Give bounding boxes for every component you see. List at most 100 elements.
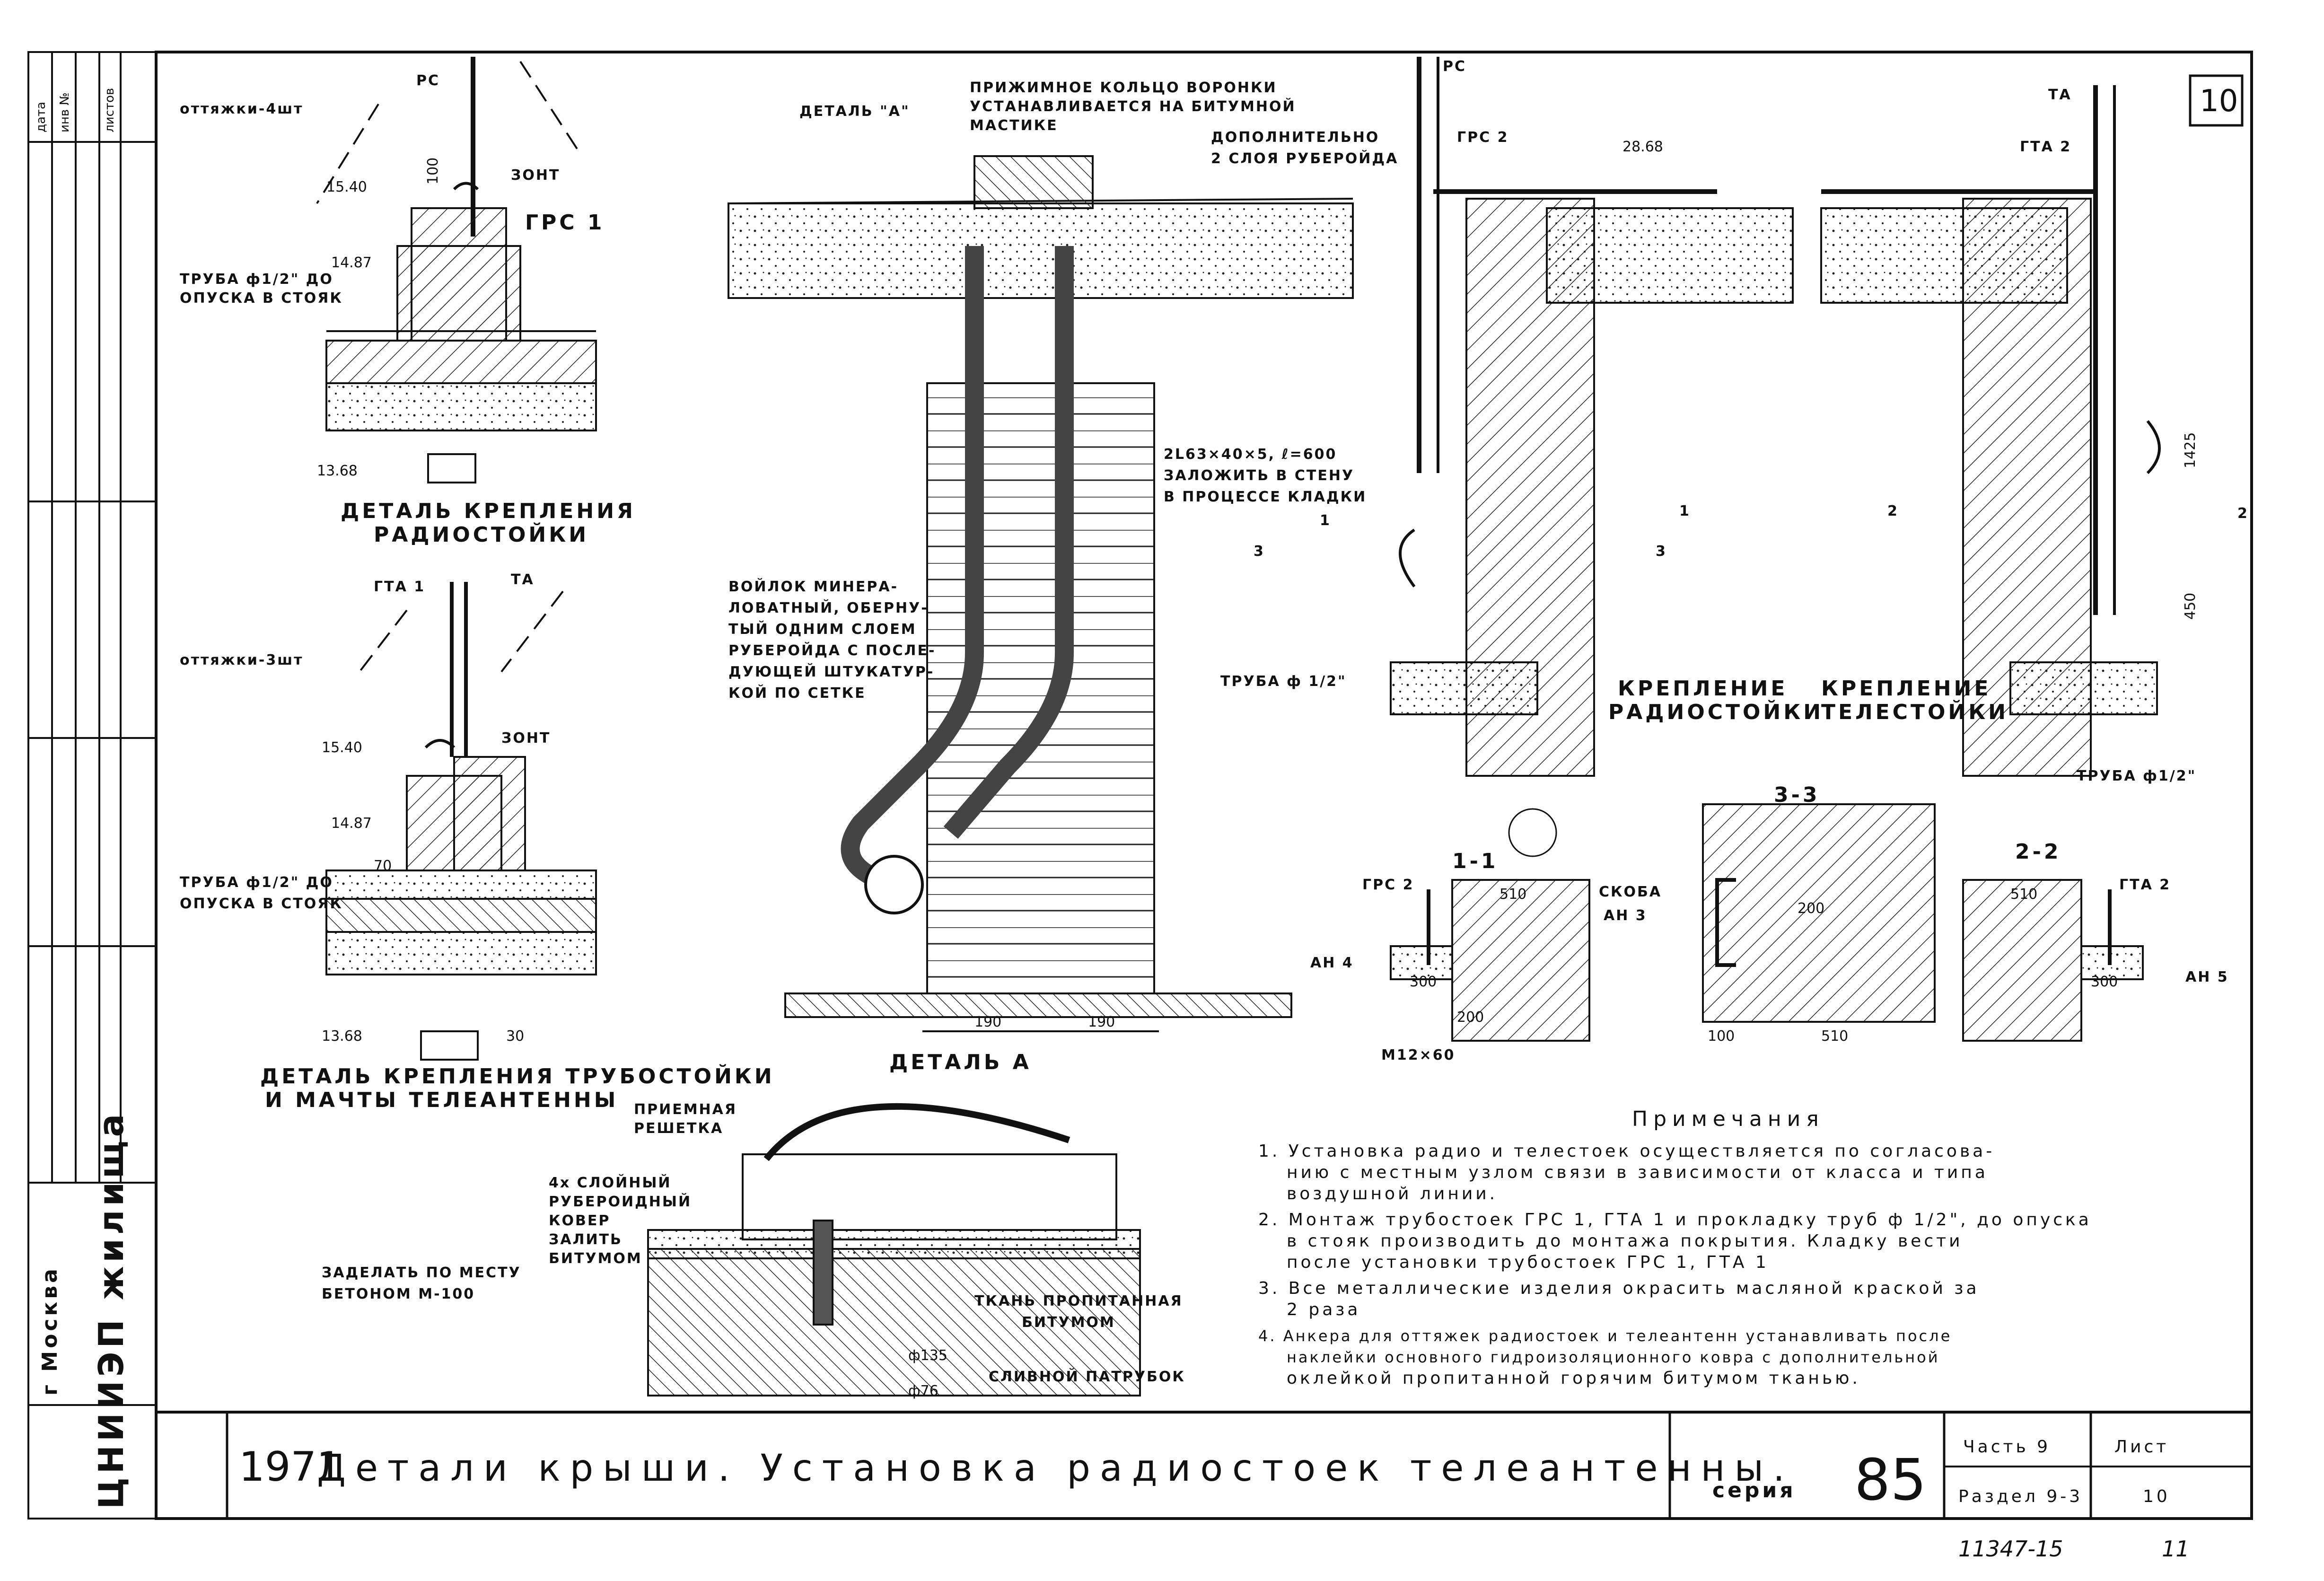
felt-l3: ТЫЙ ОДНИМ СЛОЕМ xyxy=(728,621,917,638)
sections xyxy=(1390,803,2144,1042)
elev-1540-a: 15.40 xyxy=(326,179,367,195)
ring-l2: УСТАНАВЛИВАЕТСЯ НА БИТУМНОЙ xyxy=(970,98,1296,115)
carpet-l3: КОВЕР xyxy=(549,1212,610,1229)
phi135: ф135 xyxy=(908,1347,947,1364)
dim-300a: 300 xyxy=(1410,974,1437,990)
dim-100: 100 xyxy=(425,158,441,184)
title-block: 1971 Детали крыши. Установка радиостоек … xyxy=(239,84,2238,1562)
dim-70: 70 xyxy=(374,858,392,874)
section-label: Раздел 9-3 xyxy=(1958,1487,2083,1506)
cut-3-a: 3 xyxy=(1254,543,1265,560)
dim-200b: 200 xyxy=(1457,1009,1484,1026)
dim-190a: 190 xyxy=(974,1014,1001,1030)
an3-label: АН 3 xyxy=(1604,907,1647,924)
phi76: ф76 xyxy=(908,1383,938,1399)
dim-100b: 100 xyxy=(1708,1028,1735,1045)
extra-l1: ДОПОЛНИТЕЛЬНО xyxy=(1211,129,1379,146)
sec22-label: 2-2 xyxy=(2015,840,2061,864)
pipe-note-a2: ОПУСКА В СТОЯК xyxy=(180,290,343,307)
strip-l2: ЗАЛОЖИТЬ В СТЕНУ xyxy=(1164,467,1354,484)
stamp-sheets: листов xyxy=(103,88,117,132)
an4-label: АН 4 xyxy=(1310,955,1354,971)
felt-l4: РУБЕРОЙДА С ПОСЛЕ- xyxy=(728,642,936,659)
cut-2-b: 2 xyxy=(2237,505,2249,522)
grille-l1: ПРИЕМНАЯ xyxy=(634,1101,737,1118)
note-line-1: 1. Установка радио и телестоек осуществл… xyxy=(1258,1142,1995,1161)
note-line-11: оклейкой пропитанной горячим битумом тка… xyxy=(1287,1369,1860,1388)
bracket-label: СКОБА xyxy=(1599,884,1662,900)
pipe-half-right: ТРУБА ф1/2" xyxy=(2077,768,2196,784)
pipe-half-left: ТРУБА ф 1/2" xyxy=(1220,673,1347,690)
dim-200a: 200 xyxy=(1798,900,1824,917)
dim-1425: 1425 xyxy=(2182,432,2199,468)
rs-label-2: РС xyxy=(1443,58,1466,75)
gta1-label: ГТА 1 xyxy=(374,579,425,595)
note-line-7: 3. Все металлические изделия окрасить ма… xyxy=(1258,1279,1980,1298)
series-label: серия xyxy=(1712,1478,1796,1502)
stamp-column-text: дата инв № листов г Москва ЦНИИЭП жилища xyxy=(34,88,131,1509)
extra-l2: 2 СЛОЯ РУБЕРОЙДА xyxy=(1211,150,1398,167)
detail-a-labels: ДЕТАЛЬ "А" ПРИЖИМНОЕ КОЛЬЦО ВОРОНКИ УСТА… xyxy=(728,79,1398,1074)
pipe-note-b2: ОПУСКА В СТОЯК xyxy=(180,896,343,912)
sheet-value: 10 xyxy=(2143,1487,2170,1506)
fabric-l2: БИТУМОМ xyxy=(1022,1314,1115,1331)
radio-stand-labels: оттяжки-4шт РС ЗОНТ ГРС 1 15.40 100 14.8… xyxy=(180,72,636,547)
ta-label-1: ТА xyxy=(511,571,535,588)
carpet-l5: БИТУМОМ xyxy=(549,1250,642,1267)
notes: Примечания 1. Установка радио и телестое… xyxy=(1258,1107,2092,1388)
cut-2-a: 2 xyxy=(1887,503,1899,519)
guy-4-label: оттяжки-4шт xyxy=(180,101,303,117)
dim-510a: 510 xyxy=(1500,886,1526,903)
org-name: ЦНИИЭП жилища xyxy=(91,1110,131,1509)
stamp-date: дата xyxy=(34,102,48,132)
cut-3-b: 3 xyxy=(1656,543,1667,560)
tv-mast-detail xyxy=(325,582,597,1061)
note-line-2: нию с местным узлом связи в зависимости … xyxy=(1287,1163,1988,1182)
dim-510b: 510 xyxy=(1821,1028,1848,1045)
mount-tv-l1: КРЕПЛЕНИЕ xyxy=(1821,676,1991,701)
ta-label-2: ТА xyxy=(2048,87,2072,103)
detail-a-ref: ДЕТАЛЬ "А" xyxy=(799,103,910,120)
carpet-l1: 4х СЛОЙНЫЙ xyxy=(549,1174,672,1191)
note-line-5: в стояк производить до монтажа покрытия.… xyxy=(1287,1231,1963,1251)
year: 1971 xyxy=(239,1443,342,1491)
dim-510c: 510 xyxy=(2010,886,2037,903)
felt-l5: ДУЮЩЕЙ ШТУКАТУР- xyxy=(728,663,934,680)
grille-l2: РЕШЕТКА xyxy=(634,1120,723,1137)
grs2-label-2: ГРС 2 xyxy=(1362,877,1414,893)
cut-1-a: 1 xyxy=(1320,512,1331,529)
an5-label: АН 5 xyxy=(2185,969,2229,985)
seal-l2: БЕТОНОМ М-100 xyxy=(322,1286,475,1302)
felt-l6: КОЙ ПО СЕТКЕ xyxy=(728,685,866,702)
zont-label-1: ЗОНТ xyxy=(511,167,560,184)
sheet-label: Лист xyxy=(2114,1437,2169,1457)
strip-l3: В ПРОЦЕССЕ КЛАДКИ xyxy=(1164,489,1367,505)
sec33-label: 3-3 xyxy=(1774,783,1820,807)
archive-number: 11347-15 xyxy=(1958,1536,2063,1562)
dim-30: 30 xyxy=(506,1028,524,1045)
detail-radio-l1: ДЕТАЛЬ КРЕПЛЕНИЯ xyxy=(341,499,636,523)
elev-2868: 28.68 xyxy=(1622,139,1663,155)
sec11-label: 1-1 xyxy=(1452,849,1499,873)
grs2-label-1: ГРС 2 xyxy=(1457,129,1508,146)
note-line-4: 2. Монтаж трубостоек ГРС 1, ГТА 1 и прок… xyxy=(1258,1210,2092,1230)
mount-radio-l2: РАДИОСТОЙКИ xyxy=(1608,699,1824,724)
cut-1-b: 1 xyxy=(1679,503,1691,519)
drain-label: СЛИВНОЙ ПАТРУБОК xyxy=(989,1368,1185,1385)
ring-l3: МАСТИКЕ xyxy=(970,117,1058,134)
fabric-l1: ТКАНЬ ПРОПИТАННАЯ xyxy=(974,1293,1183,1309)
gta2-label-1: ГТА 2 xyxy=(2020,139,2071,155)
stamp-inv: инв № xyxy=(58,92,72,132)
pipe-note-a1: ТРУБА ф1/2" ДО xyxy=(180,271,333,288)
note-line-8: 2 раза xyxy=(1287,1300,1360,1319)
note-line-3: воздушной линии. xyxy=(1287,1184,1498,1203)
detail-tv-l1: ДЕТАЛЬ КРЕПЛЕНИЯ ТРУБОСТОЙКИ xyxy=(260,1063,775,1089)
carpet-l2: РУБЕРОИДНЫЙ xyxy=(549,1193,692,1210)
org-city: г Москва xyxy=(38,1266,62,1396)
part-label: Часть 9 xyxy=(1963,1437,2051,1457)
dim-190b: 190 xyxy=(1088,1014,1115,1030)
elev-1487-b: 14.87 xyxy=(331,815,372,832)
guy-3-label: оттяжки-3шт xyxy=(180,652,303,668)
sheet-number-top: 10 xyxy=(2200,84,2238,119)
